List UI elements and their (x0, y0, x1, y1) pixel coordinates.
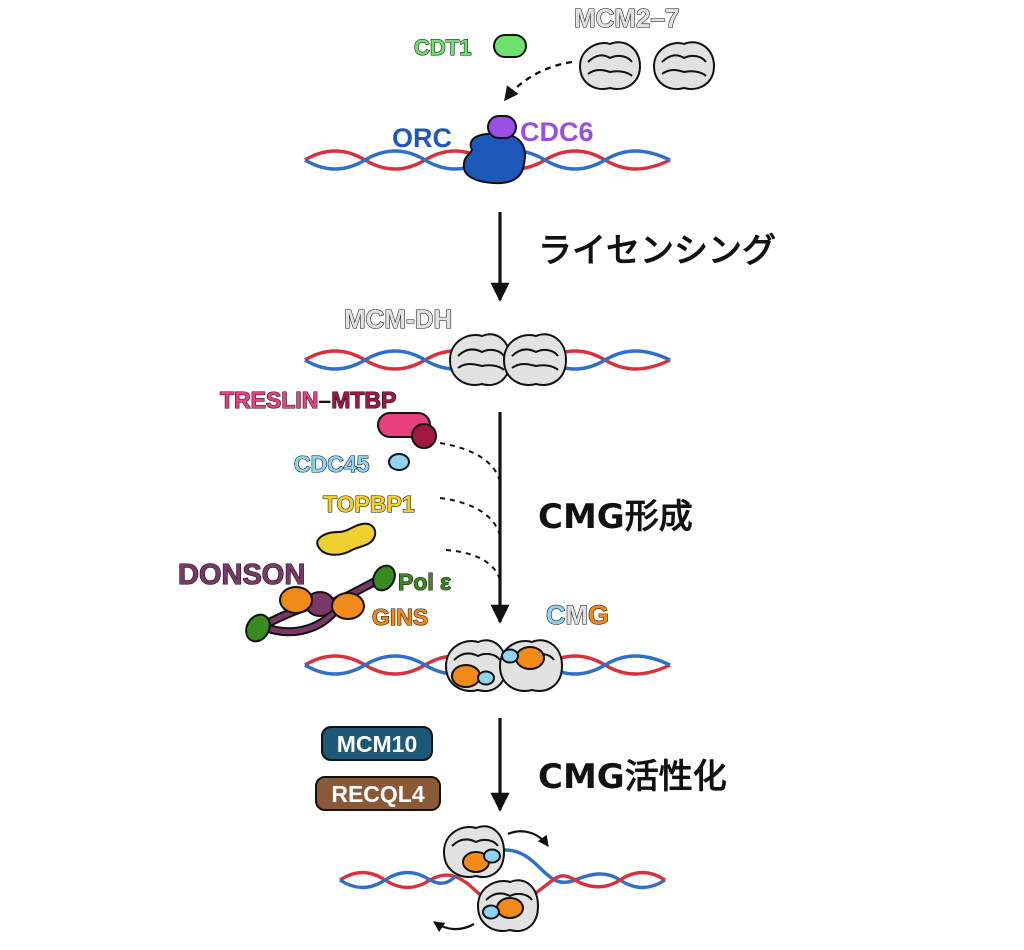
cmg-label-m: M (566, 600, 589, 630)
treslin-mtbp-dash: – (318, 387, 331, 413)
mcm27-hexamer-right (652, 41, 716, 90)
mcm-double-hexamer (448, 333, 568, 386)
gins-shape-left (279, 586, 313, 614)
cdc45-active-bottom (482, 904, 500, 920)
mcm27-label: MCM2–7 (574, 3, 679, 33)
recruit-dashed-arrow (504, 60, 573, 102)
cmg-label-c: C (546, 600, 566, 630)
mcm27-hexamer-left (578, 41, 642, 90)
cdc45-active-top (483, 848, 501, 864)
recql4-badge (315, 776, 441, 811)
cmg-label-g: G (588, 600, 609, 630)
topbp1-label: TOPBP1 (323, 491, 415, 517)
gins-label: GINS (372, 604, 428, 630)
gins-in-cmg-right (515, 646, 545, 670)
cdt1-label: CDT1 (414, 35, 471, 60)
step-label-cmg-formation: CMG形成 (538, 497, 693, 537)
cdc45-shape (388, 453, 410, 471)
rotation-arrow-bottom (433, 921, 475, 933)
cmg-active-top (442, 825, 506, 878)
cmg-label: CMG (546, 600, 609, 630)
pol-epsilon-shape-left (245, 613, 271, 643)
rotation-arrow-top (507, 830, 549, 847)
treslin-label: TRESLIN (220, 387, 318, 413)
gins-in-cmg-left (451, 664, 481, 688)
recql4-label: RECQL4 (331, 781, 425, 807)
join-dashed-line-topbp1 (439, 497, 501, 537)
join-dashed-line-treslin (439, 442, 501, 483)
step-label-licensing: ライセンシング (538, 231, 776, 271)
cdc45-in-cmg-left (477, 670, 495, 686)
orc-label: ORC (392, 123, 452, 153)
cmg-active-bottom (476, 879, 540, 932)
mcm10-label: MCM10 (337, 731, 418, 757)
mcm-ring-left-detail (453, 652, 501, 661)
donson-label: DONSON (178, 559, 305, 591)
cdc6-shape (487, 115, 517, 139)
mtbp-shape (411, 423, 437, 449)
mcmdh-label: MCM-DH (344, 304, 452, 334)
topbp1-shape (316, 522, 377, 556)
orc-shape (462, 132, 526, 185)
cmg-double-complex (444, 639, 564, 692)
step-label-cmg-activation: CMG活性化 (538, 757, 727, 797)
pol-epsilon-shape-right (372, 564, 396, 592)
join-dashed-line-donson (445, 549, 501, 581)
mtbp-label: MTBP (331, 387, 396, 413)
treslin-mtbp-label: TRESLIN–MTBP (220, 387, 396, 413)
dna-strand-blue-right (504, 848, 666, 890)
gins-shape-right (331, 592, 365, 620)
cdc45-in-cmg-right (501, 648, 519, 664)
mcm10-badge (321, 726, 433, 761)
cdt1-shape (493, 34, 527, 58)
orc-complex (462, 132, 526, 185)
pol-epsilon-label: Pol ε (398, 569, 451, 595)
gins-active-bottom (496, 897, 524, 919)
cdc45-label: CDC45 (294, 451, 370, 477)
donson-gins-pole-assembly (245, 564, 396, 643)
cdc6-label: CDC6 (520, 117, 594, 147)
